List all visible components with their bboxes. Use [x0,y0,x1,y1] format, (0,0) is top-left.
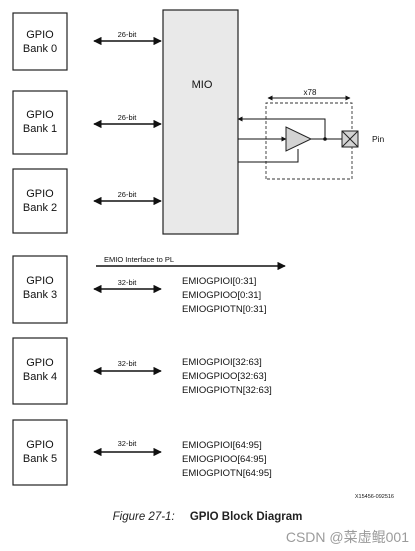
bank-3-line1: GPIO [26,275,54,287]
emio-signal: EMIOGPIOTN[0:31] [182,304,266,315]
bank-2-width-label: 26-bit [118,190,138,199]
bank-0-line1: GPIO [26,29,54,41]
bank-1-width-label: 26-bit [118,113,138,122]
pin-io-circuit: x78 Pin [237,88,385,180]
emio-signal: EMIOGPIOI[32:63] [182,357,262,368]
bank-5-line1: GPIO [26,439,54,451]
emio-signal: EMIOGPIOO[64:95] [182,454,266,465]
bank-4-line2: Bank 4 [23,371,57,383]
bank-5-line2: Bank 5 [23,453,57,465]
bank-4-width-label: 32-bit [118,359,138,368]
pin-label: Pin [372,134,385,144]
figure-title: GPIO Block Diagram [189,511,303,523]
input-path-wire [237,116,326,139]
doc-id: X15456-092516 [355,494,394,500]
emio-signals-bank-5: EMIOGPIOI[64:95] EMIOGPIOO[64:95] EMIOGP… [182,440,272,479]
tristate-enable-wire [238,149,299,163]
repeat-dashed-box [265,102,353,180]
bank-1-line2: Bank 1 [23,123,57,135]
bank-0-width-label: 26-bit [118,30,138,39]
bank-0-line2: Bank 0 [23,43,57,55]
bank-1-line1: GPIO [26,109,54,121]
gpio-bank-4: GPIO Bank 4 [12,337,68,405]
figure-caption: Figure 27-1: GPIO Block Diagram [0,511,415,523]
bank-3-width-label: 32-bit [118,278,138,287]
figure-number: Figure 27-1: [112,511,175,523]
emio-interface-label: EMIO Interface to PL [104,255,174,264]
repeat-count-label: x78 [304,88,317,97]
gpio-bank-0: GPIO Bank 0 [12,12,68,71]
bank-3-line2: Bank 3 [23,289,57,301]
pin-pad-icon [341,130,359,148]
emio-signal: EMIOGPIOTN[32:63] [182,385,272,396]
mio-label: MIO [192,79,213,91]
emio-signal: EMIOGPIOO[0:31] [182,290,261,301]
output-buffer-icon [285,126,313,152]
gpio-bank-2: GPIO Bank 2 [12,168,68,234]
gpio-bank-3: GPIO Bank 3 [12,255,68,324]
emio-signal: EMIOGPIOTN[64:95] [182,468,272,479]
bank-4-line1: GPIO [26,357,54,369]
emio-signal: EMIOGPIOI[64:95] [182,440,262,451]
emio-signals-bank-3: EMIOGPIOI[0:31] EMIOGPIOO[0:31] EMIOGPIO… [182,276,266,315]
bank-5-width-label: 32-bit [118,439,138,448]
gpio-bank-5: GPIO Bank 5 [12,419,68,486]
watermark: CSDN @菜虚鲲001 [285,529,409,545]
bank-2-line1: GPIO [26,188,54,200]
junction-dot [323,137,327,141]
emio-signal: EMIOGPIOI[0:31] [182,276,256,287]
mio-block: MIO [162,9,239,235]
emio-signals-bank-4: EMIOGPIOI[32:63] EMIOGPIOO[32:63] EMIOGP… [182,357,272,396]
bank-2-line2: Bank 2 [23,202,57,214]
emio-signal: EMIOGPIOO[32:63] [182,371,266,382]
gpio-bank-1: GPIO Bank 1 [12,90,68,155]
